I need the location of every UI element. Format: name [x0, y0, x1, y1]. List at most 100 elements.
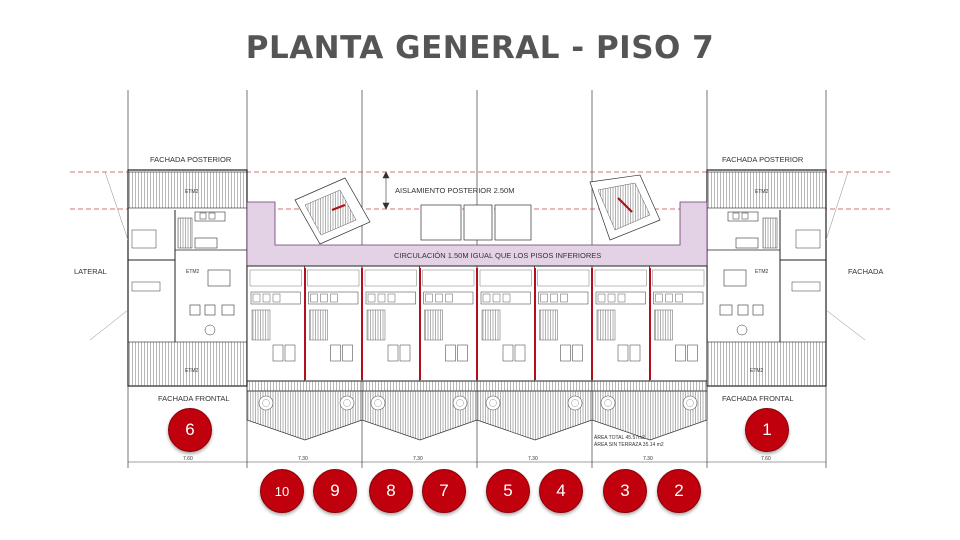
closet	[675, 344, 686, 362]
front-area-left: ETM2	[185, 368, 199, 374]
entry-zone	[479, 269, 532, 287]
unit-marker-3[interactable]: 3	[603, 469, 647, 513]
label-fachada-posterior-left: FACHADA POSTERIOR	[150, 155, 232, 164]
appliance	[330, 293, 338, 303]
terrace-planters	[258, 395, 698, 411]
unit-marker-9[interactable]: 9	[313, 469, 357, 513]
terrace-planter	[370, 395, 386, 411]
closet	[399, 344, 411, 362]
closet	[502, 344, 514, 362]
unit-marker-4[interactable]: 4	[539, 469, 583, 513]
dimension-label: 7.30	[643, 456, 653, 462]
appliance	[492, 293, 501, 303]
entry-zone	[652, 269, 705, 287]
label-fachada-posterior-right: FACHADA POSTERIOR	[722, 155, 804, 164]
unit-marker-1[interactable]: 1	[745, 408, 789, 452]
front-area-right: ETM2	[750, 368, 764, 374]
appliance	[367, 293, 376, 303]
terrace-planter	[682, 395, 698, 411]
interior-stair	[309, 309, 328, 341]
rear-stair-right	[589, 174, 661, 241]
entry-zone	[422, 269, 475, 287]
terrace-planter	[452, 395, 468, 411]
dimension-label: 7.60	[183, 456, 193, 462]
label-aislamiento: AISLAMIENTO POSTERIOR 2.50M	[395, 186, 514, 195]
terrace-planter	[258, 395, 274, 411]
terrace-planter-inner	[571, 399, 579, 407]
dimension-label: 7.30	[298, 456, 308, 462]
appliance	[272, 293, 281, 303]
closet	[342, 344, 353, 362]
unit-marker-6[interactable]: 6	[168, 408, 212, 452]
closet	[272, 344, 284, 362]
closet	[330, 344, 341, 362]
dimension-label: 7.30	[528, 456, 538, 462]
appliance	[502, 293, 511, 303]
closet	[445, 344, 456, 362]
terrace-planter	[485, 395, 501, 411]
closet	[387, 344, 399, 362]
terrace-planter-inner	[604, 399, 612, 407]
unit-marker-2[interactable]: 2	[657, 469, 701, 513]
closet	[514, 344, 526, 362]
appliance	[597, 293, 606, 303]
appliance	[617, 293, 626, 303]
terrace-planter-inner	[374, 399, 382, 407]
closet	[629, 344, 641, 362]
kitchen-counter	[653, 291, 704, 305]
kitchen-counter	[423, 291, 474, 305]
entry-zone	[537, 269, 590, 287]
unit-marker-10[interactable]: 10	[260, 469, 304, 513]
label-circulacion: CIRCULACIÓN 1.50M IGUAL QUE LOS PISOS IN…	[394, 251, 601, 260]
appliance	[425, 293, 433, 303]
label-fachada: FACHADA	[848, 267, 883, 276]
interior-stair	[424, 309, 443, 341]
terrace-planter	[567, 395, 583, 411]
terrace-area-left: ETM2	[185, 189, 199, 195]
page-title: PLANTA GENERAL - PISO 7	[245, 30, 715, 66]
unit-marker-8[interactable]: 8	[369, 469, 413, 513]
setback-dimension	[382, 171, 390, 210]
kitchen-counter	[308, 291, 359, 305]
entry-zone	[307, 269, 360, 287]
appliance	[252, 293, 261, 303]
appliance	[377, 293, 386, 303]
left-block: ETM2 ETM2 ETM2	[89, 169, 248, 387]
appliance	[435, 293, 443, 303]
entry-zone	[594, 269, 647, 287]
appliance	[310, 293, 318, 303]
appliance	[320, 293, 328, 303]
kitchen-counter	[538, 291, 589, 305]
interior-stair	[596, 309, 616, 341]
terrace-area-right: ETM2	[755, 189, 769, 195]
interior-stair	[654, 309, 673, 341]
label-lateral: LATERAL	[74, 267, 107, 276]
entry-zone	[364, 269, 417, 287]
closet	[457, 344, 468, 362]
dimension-label: 7.60	[761, 456, 771, 462]
appliance	[262, 293, 271, 303]
kitchen-counter	[480, 291, 531, 305]
appliance	[550, 293, 558, 303]
entry-zone	[249, 269, 302, 287]
closet	[687, 344, 698, 362]
rear-stair-left	[294, 177, 371, 245]
interior-stair	[251, 309, 271, 341]
unit-marker-7[interactable]: 7	[422, 469, 466, 513]
closet	[284, 344, 296, 362]
room-area-left: ETM2	[186, 269, 200, 275]
rear-shafts	[420, 204, 532, 241]
terrace-planter-inner	[489, 399, 497, 407]
terrace-planter-inner	[686, 399, 694, 407]
closet	[572, 344, 583, 362]
interior-stair	[366, 309, 386, 341]
terrace-planter-inner	[262, 399, 270, 407]
kitchen-counter	[595, 291, 646, 305]
appliance	[387, 293, 396, 303]
closet	[617, 344, 629, 362]
unit-marker-5[interactable]: 5	[486, 469, 530, 513]
unit-cells	[246, 266, 705, 381]
closet	[560, 344, 571, 362]
label-area-sin-terraza: ÁREA SIN TERRAZA 35.14 m2	[594, 441, 664, 448]
appliance	[665, 293, 673, 303]
